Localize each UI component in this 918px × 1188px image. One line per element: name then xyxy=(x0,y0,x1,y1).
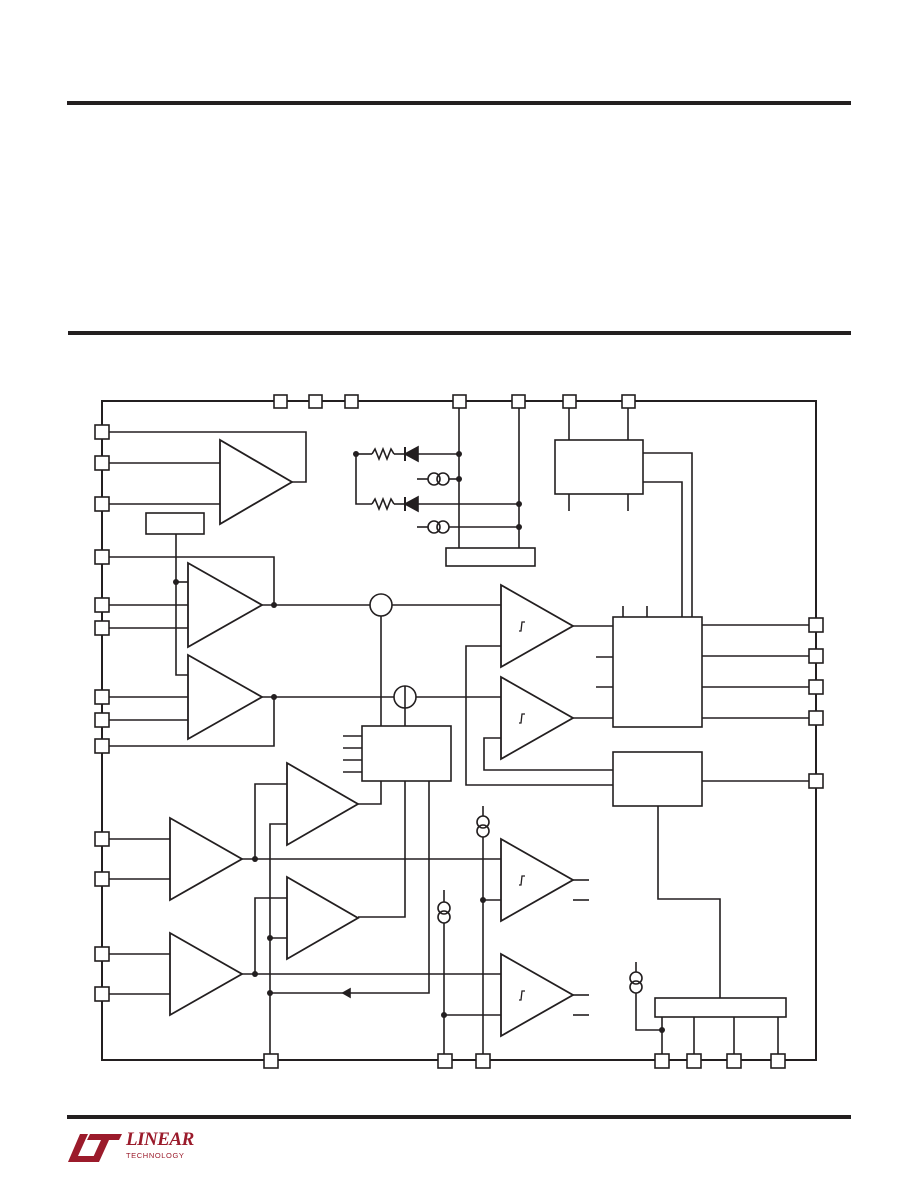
comparator-1 xyxy=(465,583,613,786)
mux-block xyxy=(270,725,452,999)
current-source-2 xyxy=(437,890,451,1054)
comparator-2 xyxy=(483,675,613,771)
lt-logo-icon xyxy=(68,1134,122,1162)
logic-block xyxy=(596,606,809,728)
top-pins xyxy=(273,394,636,409)
summing-node-a xyxy=(369,593,393,617)
right-pins xyxy=(808,617,824,789)
comparator-3 xyxy=(483,837,589,923)
amplifier-b xyxy=(109,653,394,747)
comparator-4 xyxy=(444,952,589,1038)
left-pins xyxy=(94,424,110,1002)
control-block xyxy=(612,751,809,998)
logo-wordmark: LINEAR xyxy=(126,1129,194,1150)
amplifier-a xyxy=(109,556,370,649)
reference-block xyxy=(145,512,205,535)
amplifier-e xyxy=(254,761,360,1054)
decoder-block xyxy=(654,997,787,1054)
linear-technology-logo: LINEAR TECHNOLOGY xyxy=(66,1128,196,1168)
bottom-pins xyxy=(263,1053,786,1069)
amplifier-c xyxy=(109,816,501,902)
top-right-block xyxy=(554,408,693,617)
logo-subtitle: TECHNOLOGY xyxy=(126,1151,185,1160)
bias-network xyxy=(355,408,536,567)
amplifier-top xyxy=(109,431,307,526)
current-source-1 xyxy=(476,806,490,1054)
amplifier-d xyxy=(109,931,501,1017)
junction-dots xyxy=(173,451,665,1033)
current-source-3 xyxy=(629,962,662,1031)
